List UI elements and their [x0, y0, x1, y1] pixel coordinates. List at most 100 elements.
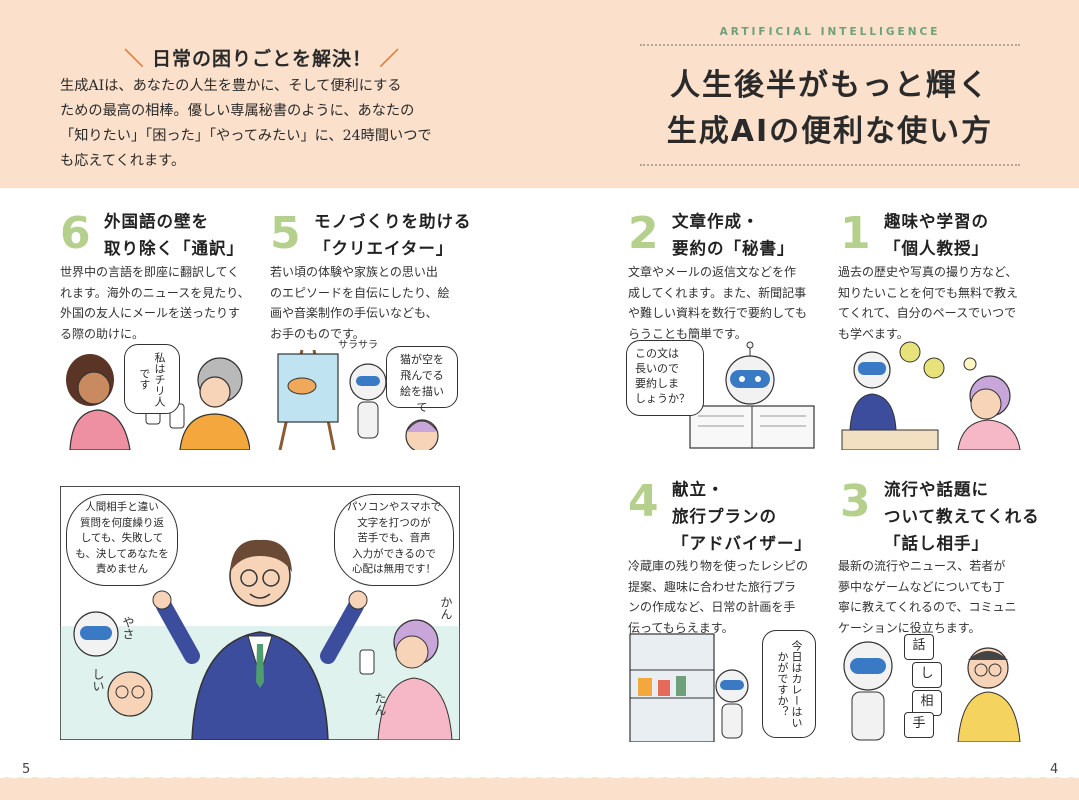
lead-line: も応えてくれます。	[60, 153, 186, 169]
page-number-left: 5	[22, 762, 31, 777]
speech-bubble-line: 責めません	[95, 563, 149, 575]
speech-bubble-translation: 私はチリ人です	[124, 344, 180, 414]
item-title-line: 外国語の壁を	[104, 212, 209, 231]
item-body-line: も学べます。	[838, 326, 909, 341]
item-body-line: 知りたいことを何でも無料で教え	[838, 285, 1019, 300]
item-body-line: 伝ってもらえます。	[628, 620, 734, 635]
sfx-shii: しい	[91, 668, 105, 692]
sfx-tan: たん	[373, 692, 387, 716]
speech-bubble-line: 入力ができるので	[352, 547, 436, 560]
item-title-3: 流行や話題に ついて教えてくれる 「話し相手」	[884, 476, 1064, 557]
speech-bubble-line: 長いので	[635, 362, 679, 375]
item-body-line: 寧に教えてくれるので、コミュニ	[838, 600, 1017, 614]
talk-tile: 相	[912, 690, 942, 716]
item-number-1: 1	[840, 208, 871, 259]
item-body-1: 過去の歴史や写真の撮り方など、 知りたいことを何でも無料で教え てくれて、自分の…	[838, 262, 1048, 344]
item-body-line: 冷蔵庫の残り物を使ったレシピの	[628, 559, 809, 573]
scalloped-edge-top	[0, 178, 1079, 198]
creator-illustration	[277, 349, 439, 450]
speech-bubble-patience: 人間相手と違い 質問を何度繰り返 しても、失敗して も、決してあなたを 責めませ…	[66, 494, 178, 586]
page-number-right: 4	[1050, 762, 1059, 777]
speech-bubble-draw-request: 猫が空を 飛んでる 絵を描いて	[386, 346, 458, 414]
item-body-line: 夢中なゲームなどについても丁	[838, 579, 1005, 594]
title-box: 人生後半がもっと輝く 生成AIの便利な使い方	[640, 44, 1020, 166]
sfx-yasa: やさ	[121, 616, 135, 640]
item-title-line: 旅行プランの	[672, 507, 777, 526]
item-title-line: 文章作成・	[672, 212, 760, 231]
item-number-5: 5	[270, 208, 301, 259]
lead-paragraph: 生成AIは、あなたの人生を豊かに、そして便利にする ための最高の相棒。優しい専属…	[60, 74, 460, 174]
speech-bubble-line: 質問を何度繰り返	[80, 516, 164, 529]
lead-heading-text: 日常の困りごとを解決！	[151, 48, 372, 70]
item-title-line: 要約の「秘書」	[672, 239, 795, 258]
speech-bubble-line: 心配は無用です！	[352, 563, 436, 575]
item-title-line: ついて教えてくれる	[884, 507, 1040, 526]
item-title-1: 趣味や学習の 「個人教授」	[884, 208, 1054, 262]
speech-bubble-line: 飛んでる	[400, 369, 444, 382]
eyebrow-label: ARTIFICIAL INTELLIGENCE	[719, 26, 941, 38]
title-line-2: 生成AIの便利な使い方	[666, 114, 994, 149]
speech-bubble-line: 猫が空を	[400, 353, 444, 366]
item-body-line: お手のものです。	[270, 326, 365, 341]
item-title-line: 献立・	[672, 480, 725, 499]
item-title-line: 「アドバイザー」	[672, 534, 812, 553]
speech-bubble-line: 文字を打つのが	[357, 516, 431, 529]
item-title-line: 「個人教授」	[884, 239, 989, 258]
item-body-line: てくれて、自分のペースでいつで	[838, 306, 1017, 320]
talk-tile: 話	[904, 634, 934, 660]
item-title-line: 流行や話題に	[884, 480, 989, 499]
item-title-6: 外国語の壁を 取り除く「通訳」	[104, 208, 274, 262]
bottom-band	[0, 778, 1079, 800]
speech-bubble-text: 私はチリ人です	[138, 351, 166, 407]
speech-bubble-line: しても、失敗して	[80, 532, 164, 544]
speech-bubble-line: パソコンやスマホで	[346, 501, 442, 513]
item-title-line: 「話し相手」	[884, 534, 989, 553]
item-body-2: 文章やメールの返信文などを作 成してくれます。また、新聞記事 や難しい資料を数行…	[628, 262, 828, 344]
item-body-line: らうことも簡単です。	[628, 326, 747, 341]
item-title-5: モノづくりを助ける 「クリエイター」	[314, 208, 484, 262]
tutor-illustration	[841, 341, 1021, 450]
talk-tile: し	[912, 662, 942, 688]
item-title-4: 献立・ 旅行プランの 「アドバイザー」	[672, 476, 842, 557]
item-body-line: や難しい資料を数行で要約しても	[628, 306, 808, 320]
item-body-line: 若い頃の体験や家族との思い出	[270, 265, 438, 279]
title-line-1: 人生後半がもっと輝く	[670, 68, 990, 103]
item-body-line: 最新の流行やニュース、若者が	[838, 559, 1006, 573]
item-number-3: 3	[840, 476, 871, 527]
sfx-kan: かん	[439, 596, 453, 620]
item-body-line: れます。海外のニュースを見たり、	[60, 285, 250, 300]
item-body-line: のエピソードを自伝にしたり、絵	[270, 285, 450, 300]
item-body-line: ンの作成など、日常の計画を手	[628, 600, 796, 614]
item-title-2: 文章作成・ 要約の「秘書」	[672, 208, 842, 262]
item-title-line: 取り除く「通訳」	[104, 239, 244, 258]
item-body-line: る際の助けに。	[60, 326, 145, 341]
item-body-line: 過去の歴史や写真の撮り方など、	[838, 265, 1018, 279]
speech-bubble-line: しょうか？	[635, 392, 690, 405]
item-body-6: 世界中の言語を即座に翻訳してく れます。海外のニュースを見たり、 外国の友人にメ…	[60, 262, 260, 344]
speech-bubble-line: 絵を描いて	[400, 385, 444, 414]
item-number-4: 4	[628, 476, 659, 527]
item-title-line: 趣味や学習の	[884, 212, 989, 231]
speech-bubble-line: 要約しま	[635, 377, 679, 390]
speech-bubble-text: 今日はカレーはいかがですか？	[776, 640, 803, 728]
speech-bubble-summarize: この文は 長いので 要約しま しょうか？	[626, 340, 704, 416]
item-body-3: 最新の流行やニュース、若者が 夢中なゲームなどについても丁 寧に教えてくれるので…	[838, 556, 1048, 638]
lead-line: ための最高の相棒。優しい専属秘書のように、あなたの	[60, 103, 415, 119]
slash-icon: ＼	[124, 48, 145, 70]
speech-bubble-line: 苦手でも、音声	[357, 532, 431, 544]
item-body-line: 世界中の言語を即座に翻訳してく	[60, 265, 240, 279]
talk-tile: 手	[904, 712, 934, 738]
lead-line: 生成AIは、あなたの人生を豊かに、そして便利にする	[60, 78, 402, 94]
lead-heading: ＼ 日常の困りごとを解決！ ／	[112, 44, 412, 71]
speech-bubble-line: 人間相手と違い	[85, 501, 159, 513]
item-body-line: 画や音楽制作の手伝いなども、	[270, 306, 438, 320]
secretary-illustration	[689, 341, 815, 449]
lead-line: 「知りたい」「困った」「やってみたい」に、24時間いつで	[60, 128, 432, 144]
item-number-6: 6	[60, 208, 91, 259]
item-body-5: 若い頃の体験や家族との思い出 のエピソードを自伝にしたり、絵 画や音楽制作の手伝…	[270, 262, 470, 344]
speech-bubble-line: も、決してあなたを	[75, 547, 169, 560]
speech-bubble-line: この文は	[635, 347, 679, 360]
item-title-line: モノづくりを助ける	[314, 212, 472, 231]
sfx-sarasara: サラサラ	[338, 340, 378, 351]
item-body-line: 成してくれます。また、新聞記事	[628, 285, 807, 300]
